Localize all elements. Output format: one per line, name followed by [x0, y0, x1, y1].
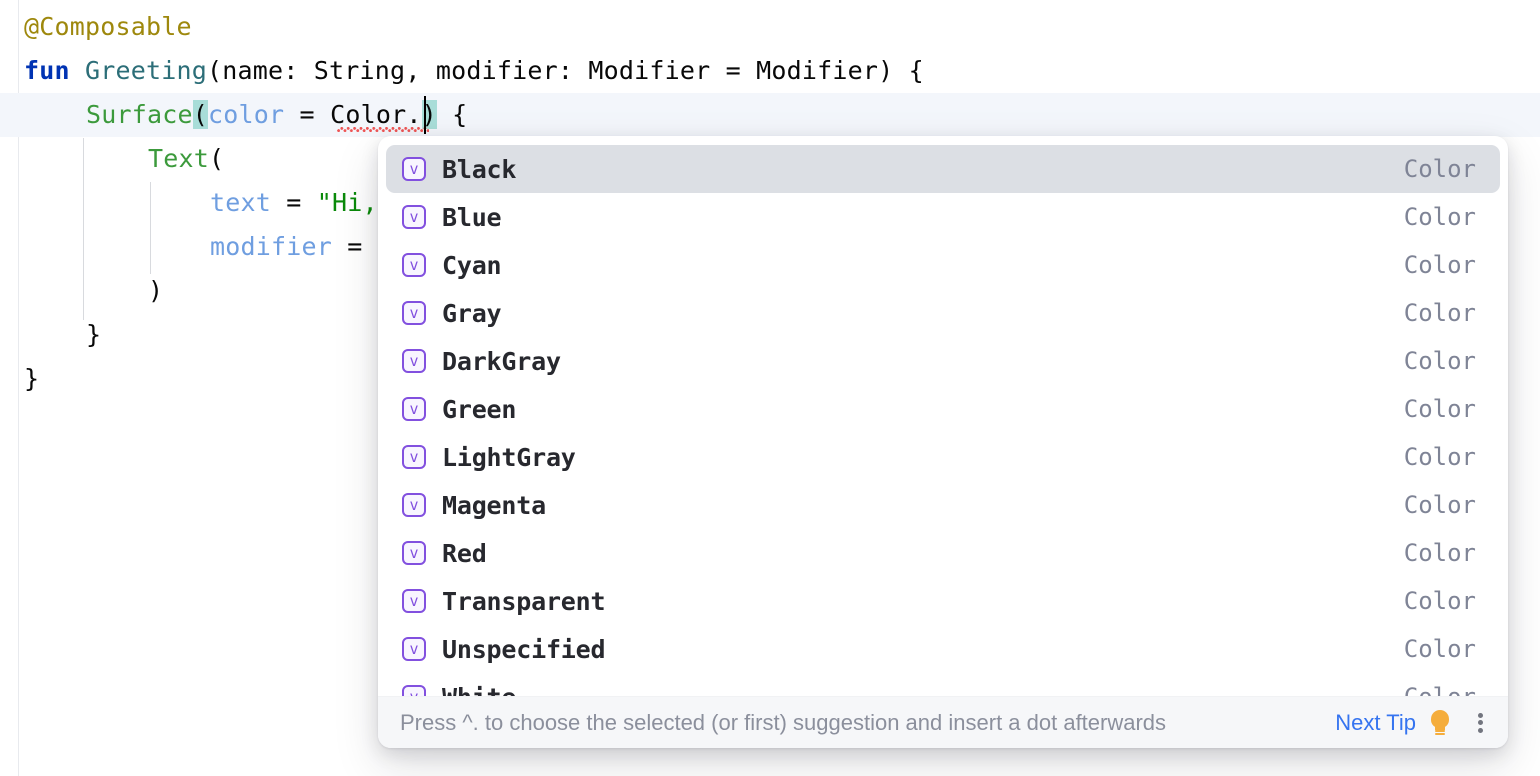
code-line: @Composable: [24, 5, 192, 49]
completion-item-type: Color: [1403, 587, 1476, 615]
error-squiggle-icon: [337, 127, 429, 133]
code-token: }: [24, 364, 40, 393]
code-token: (: [209, 144, 225, 173]
indent-guide: [150, 182, 151, 274]
completion-item[interactable]: v White Color: [386, 673, 1500, 697]
value-icon: v: [402, 205, 426, 229]
code-token: =: [284, 100, 331, 129]
value-icon: v: [402, 493, 426, 517]
completion-item[interactable]: v Gray Color: [386, 289, 1500, 337]
code-token: }: [86, 320, 102, 349]
completion-item-label: Blue: [442, 202, 502, 232]
code-token: modifier: [210, 232, 333, 261]
kebab-menu-icon[interactable]: [1478, 712, 1484, 733]
completion-item-type: Color: [1403, 155, 1476, 183]
code-token: @Composable: [24, 12, 192, 41]
code-token: fun: [24, 56, 70, 85]
completion-item-type: Color: [1403, 683, 1476, 697]
completion-item[interactable]: v DarkGray Color: [386, 337, 1500, 385]
completion-item-type: Color: [1403, 443, 1476, 471]
completion-status-bar: Press ^. to choose the selected (or firs…: [378, 696, 1508, 748]
completion-item-label: Unspecified: [442, 634, 606, 664]
completion-item-label: Cyan: [442, 250, 502, 280]
code-token: text: [210, 188, 272, 217]
indent-guide: [83, 138, 84, 320]
code-token: Greeting: [85, 56, 208, 85]
completion-item-label: Black: [442, 154, 517, 184]
completion-item-type: Color: [1403, 251, 1476, 279]
completion-item[interactable]: v Red Color: [386, 529, 1500, 577]
value-icon: v: [402, 349, 426, 373]
completion-item-type: Color: [1403, 347, 1476, 375]
code-token: =: [332, 232, 378, 261]
code-token: Text: [148, 144, 210, 173]
completion-item-type: Color: [1403, 395, 1476, 423]
next-tip-link[interactable]: Next Tip: [1335, 709, 1416, 735]
value-icon: v: [402, 301, 426, 325]
completion-item[interactable]: v Magenta Color: [386, 481, 1500, 529]
completion-item-label: White: [442, 682, 517, 698]
completion-item[interactable]: v Black Color: [386, 145, 1500, 193]
value-icon: v: [402, 685, 426, 697]
code-line: ): [148, 269, 163, 313]
code-line: text = "Hi,: [210, 181, 378, 225]
code-line: }: [24, 357, 39, 401]
completion-item-type: Color: [1403, 635, 1476, 663]
completion-item[interactable]: v Transparent Color: [386, 577, 1500, 625]
text-caret: [424, 96, 426, 134]
code-token: ): [148, 276, 164, 305]
lightbulb-icon[interactable]: [1428, 709, 1452, 736]
value-icon: v: [402, 589, 426, 613]
completion-item-type: Color: [1403, 539, 1476, 567]
value-icon: v: [402, 253, 426, 277]
code-line: modifier =: [210, 225, 378, 269]
brace-match-highlight: (: [192, 100, 209, 129]
completion-item-type: Color: [1403, 491, 1476, 519]
completion-item-label: Red: [442, 538, 487, 568]
value-icon: v: [402, 157, 426, 181]
completion-item-label: Gray: [442, 298, 502, 328]
completion-item-type: Color: [1403, 203, 1476, 231]
code-token: color: [208, 100, 285, 129]
completion-item-label: LightGray: [442, 442, 576, 472]
code-token: [70, 56, 85, 85]
value-icon: v: [402, 637, 426, 661]
value-icon: v: [402, 541, 426, 565]
completion-item[interactable]: v Cyan Color: [386, 241, 1500, 289]
completion-item-label: Transparent: [442, 586, 606, 616]
completion-item[interactable]: v Green Color: [386, 385, 1500, 433]
completion-hint-text: Press ^. to choose the selected (or firs…: [400, 709, 1167, 735]
completion-item-type: Color: [1403, 299, 1476, 327]
value-icon: v: [402, 397, 426, 421]
completion-item[interactable]: v LightGray Color: [386, 433, 1500, 481]
completion-item[interactable]: v Unspecified Color: [386, 625, 1500, 673]
code-line: }: [86, 313, 101, 357]
code-line: Text(: [148, 137, 224, 181]
value-icon: v: [402, 445, 426, 469]
code-token: (name: String, modifier: Modifier = Modi…: [207, 56, 924, 85]
completion-item-label: Magenta: [442, 490, 546, 520]
completion-item-label: DarkGray: [442, 346, 561, 376]
completion-item-label: Green: [442, 394, 517, 424]
code-token: {: [436, 100, 468, 129]
code-token: Color.: [330, 100, 422, 129]
code-line: fun Greeting(name: String, modifier: Mod…: [24, 49, 924, 93]
gutter-divider: [18, 0, 19, 776]
code-token: =: [271, 188, 317, 217]
code-token: Surface: [86, 100, 193, 129]
current-line-highlight: [0, 93, 1540, 137]
code-token: "Hi,: [316, 188, 378, 217]
completion-item[interactable]: v Blue Color: [386, 193, 1500, 241]
